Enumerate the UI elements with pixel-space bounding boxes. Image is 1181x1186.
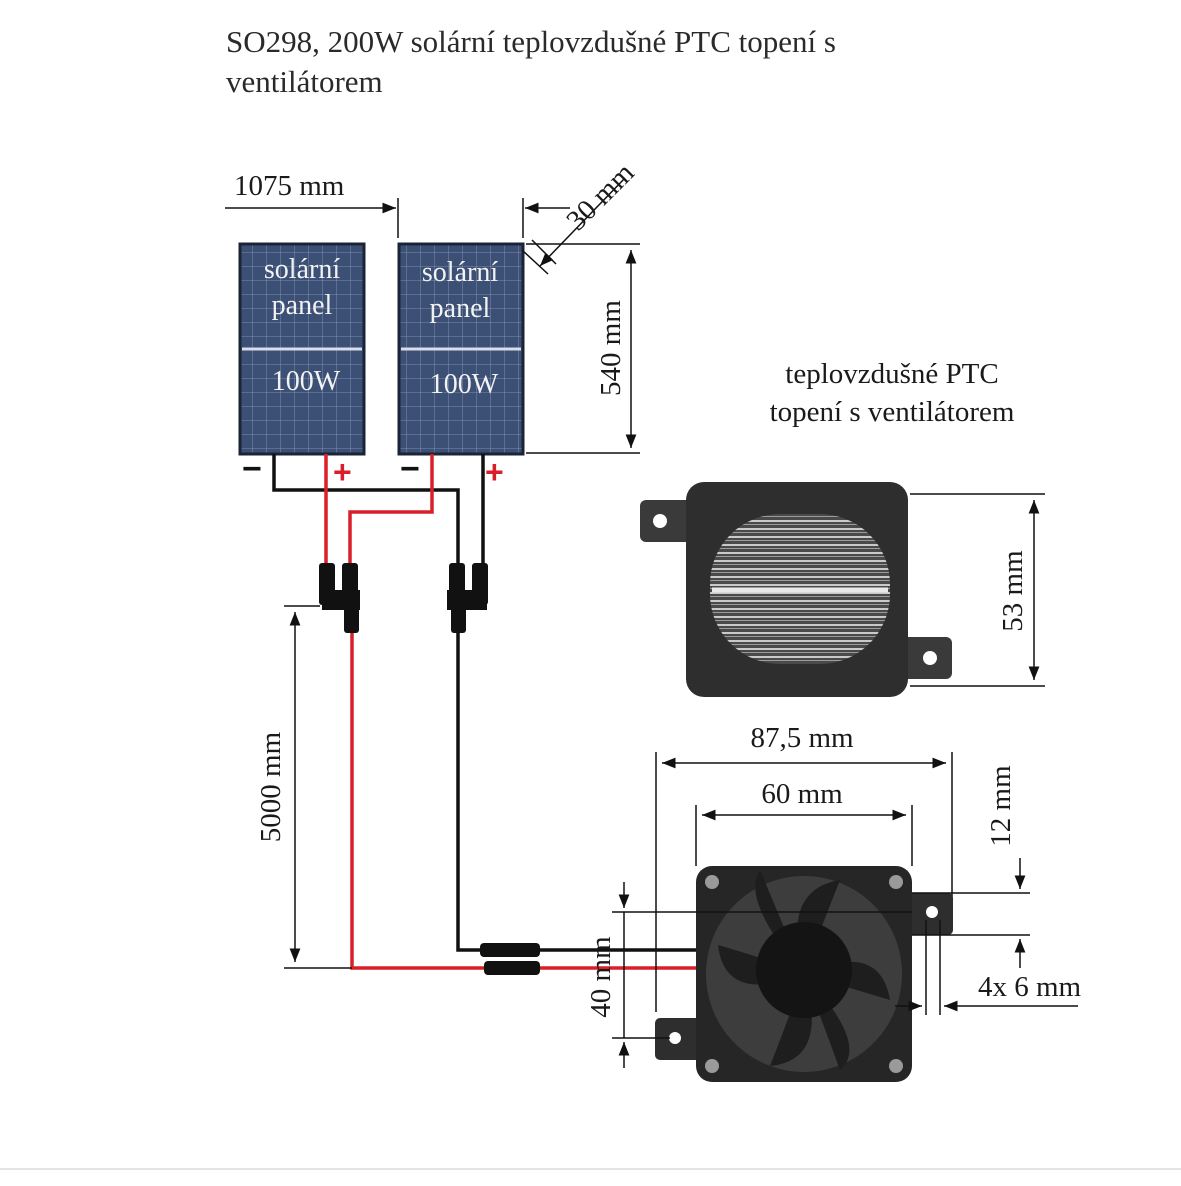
panel-width-label: 1075 mm — [234, 170, 345, 202]
negative-y-connector — [447, 563, 488, 633]
fan-unit — [655, 866, 953, 1082]
negative-wire-panel-1 — [272, 454, 460, 575]
wiring — [272, 454, 700, 970]
panel-1-plus: + — [333, 454, 352, 490]
fan-width-label: 60 mm — [761, 778, 843, 810]
cable-length-label: 5000 mm — [255, 731, 287, 842]
mount-holes-dimension: 4x 6 mm — [895, 920, 1082, 1015]
heater-height-dimension: 53 mm — [910, 493, 1045, 687]
title-line-1: SO298, 200W solární teplovzdušné PTC top… — [226, 24, 836, 59]
page-divider — [0, 1168, 1181, 1170]
heater-width-dimension: 87,5 mm — [655, 722, 953, 1012]
positive-wire-panel-2 — [348, 454, 434, 575]
bracket-offset-label: 12 mm — [985, 765, 1017, 847]
positive-y-connector — [319, 563, 360, 633]
solar-panel-1: solární panel 100W — [238, 242, 366, 456]
mount-holes-label: 4x 6 mm — [978, 971, 1082, 1003]
panel-height-label: 540 mm — [595, 300, 627, 396]
fan-height-dimension: 40 mm — [585, 882, 912, 1068]
panel-1-power: 100W — [272, 366, 341, 397]
solar-panel-2: solární panel 100W — [397, 242, 525, 456]
fan-height-label: 40 mm — [585, 936, 617, 1018]
panel-thickness-label: 30 mm — [560, 156, 640, 236]
panel-2-label-mid: panel — [430, 293, 491, 324]
cable-length-dimension: 5000 mm — [255, 605, 352, 969]
heater-front-view — [640, 482, 952, 697]
panel-thickness-dimension: 30 mm — [521, 156, 641, 275]
fan-width-dimension: 60 mm — [695, 778, 913, 866]
positive-main-cable — [350, 628, 700, 970]
panel-1-label-top: solární — [264, 254, 340, 285]
panel-height-dimension: 540 mm — [526, 243, 640, 454]
panel-1-minus: − — [242, 450, 262, 488]
heater-height-label: 53 mm — [997, 550, 1029, 632]
panel-2-minus: − — [400, 450, 420, 488]
panel-1-label-mid: panel — [272, 290, 333, 321]
panel-width-dimension: 1075 mm — [225, 170, 570, 238]
heater-label-line-1: teplovzdušné PTC — [785, 358, 998, 390]
panel-2-label-top: solární — [422, 257, 498, 288]
heater-label-line-2: topení s ventilátorem — [770, 396, 1015, 428]
panel-2-power: 100W — [430, 369, 499, 400]
title-line-2: ventilátorem — [226, 64, 383, 99]
panel-2-plus: + — [485, 454, 504, 490]
negative-main-cable — [456, 628, 700, 952]
bracket-offset-dimension: 12 mm — [912, 765, 1030, 968]
heater-width-label: 87,5 mm — [750, 722, 854, 754]
inline-connectors — [480, 943, 540, 975]
